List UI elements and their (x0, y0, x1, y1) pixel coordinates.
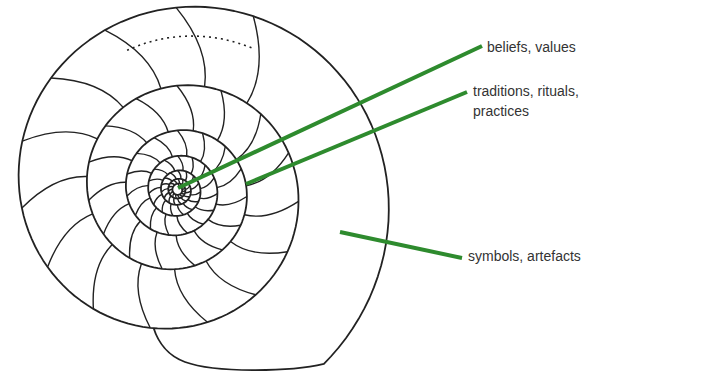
chamber-septum (155, 232, 162, 269)
chamber-septum (178, 156, 183, 171)
chamber-septum (104, 204, 130, 234)
callout-label: beliefs, values (487, 37, 677, 57)
chamber-septum (206, 261, 256, 295)
callout-label: symbols, artefacts (468, 246, 668, 266)
chamber-septum (154, 169, 168, 175)
chamber-septum (165, 214, 169, 235)
chamber-septum (162, 200, 166, 212)
chamber-septum (178, 199, 182, 205)
chamber-septum (169, 196, 171, 203)
chamber-septum (48, 214, 93, 267)
chamber-septum (176, 235, 195, 265)
shell-spiral (19, 7, 389, 370)
chamber-septum (135, 198, 150, 215)
chamber-septum (161, 189, 168, 192)
chamber-septum (200, 178, 214, 189)
chamber-septum (187, 213, 203, 224)
chamber-septum (183, 203, 192, 209)
chamber-septum (161, 184, 169, 185)
leader-line (246, 92, 467, 184)
chamber-septum (22, 132, 97, 141)
chamber-septum (149, 179, 163, 181)
chamber-septum (194, 231, 222, 250)
chamber-septum (138, 264, 150, 328)
chamber-septum (177, 86, 194, 131)
chamber-septum (208, 219, 241, 226)
chamber-septum (185, 171, 186, 180)
chamber-septum (247, 16, 259, 103)
chamber-septum (231, 242, 288, 254)
chamber-septum (127, 186, 148, 196)
nautilus-shell (19, 7, 389, 370)
callout-label: traditions, rituals, practices (473, 81, 613, 122)
chamber-septum (216, 197, 247, 205)
chamber-septum (127, 171, 152, 174)
chamber-septum (149, 187, 161, 193)
chamber-septum (154, 194, 162, 204)
chamber-septum (105, 126, 146, 143)
chamber-septum (89, 182, 126, 200)
chamber-septum (190, 192, 200, 195)
leader-lines (178, 46, 482, 258)
chamber-septum (217, 91, 224, 141)
chamber-septum (22, 176, 87, 208)
chamber-septum (177, 130, 187, 156)
chamber-septum (177, 216, 188, 233)
chamber-septum (51, 78, 123, 107)
chamber-septum (93, 244, 112, 309)
chamber-septum (175, 269, 208, 322)
chamber-septum (150, 208, 156, 229)
chamber-septum (105, 30, 161, 89)
chamber-septum (201, 133, 205, 161)
chamber-septum (177, 205, 183, 215)
chamber-septum (176, 8, 205, 87)
chamber-septum (164, 160, 175, 171)
chamber-septum (191, 183, 199, 189)
chamber-septum (164, 178, 172, 181)
chamber-septum (130, 221, 141, 258)
chamber-septum (171, 204, 173, 216)
chamber-septum (217, 169, 241, 188)
chamber-septum (200, 194, 218, 199)
leader-line (340, 232, 462, 258)
chamber-septum (170, 173, 176, 179)
chamber-septum (195, 207, 214, 211)
chamber-septum (164, 193, 169, 199)
chamber-septum (188, 200, 199, 202)
chamber-septum (137, 153, 161, 163)
leader-line (178, 46, 482, 188)
chamber-septum (191, 158, 193, 174)
siphuncle-dots (127, 36, 253, 50)
shell-fill (19, 7, 389, 370)
chamber-septum (178, 171, 181, 179)
chamber-septum (154, 138, 172, 157)
chamber-septum (136, 99, 168, 132)
chamber-septum (244, 201, 298, 216)
chamber-septum (89, 157, 132, 162)
